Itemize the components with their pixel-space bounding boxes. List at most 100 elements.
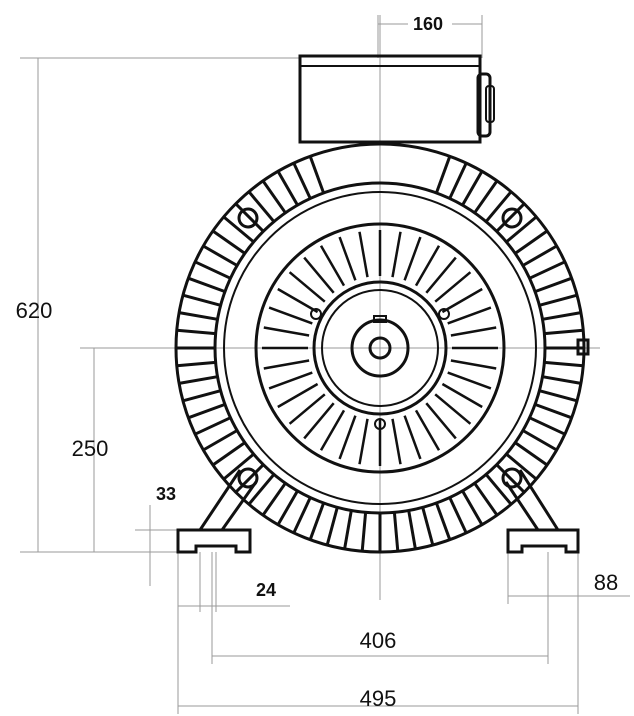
grille-slot <box>450 359 497 370</box>
cooling-fin <box>194 260 232 280</box>
cooling-fin <box>528 260 566 280</box>
grille-slot <box>434 393 472 425</box>
dim-250-label: 250 <box>72 436 109 461</box>
grille-slot <box>391 418 402 465</box>
grille-slot <box>414 409 441 451</box>
cooling-fin <box>222 215 255 244</box>
cooling-fin <box>182 293 221 307</box>
grille-slot <box>288 393 326 425</box>
cooling-fin <box>202 244 238 267</box>
cooling-fin <box>539 293 578 307</box>
cooling-fin <box>308 155 326 194</box>
grille-slot <box>441 287 483 314</box>
cooling-fin <box>514 229 548 255</box>
cooling-fin <box>534 276 573 294</box>
cooling-fin <box>522 244 558 267</box>
cooling-fin <box>234 463 265 494</box>
cooling-fin <box>261 482 287 516</box>
cooling-fin <box>484 190 513 223</box>
cooling-fin <box>542 375 582 385</box>
cooling-fin <box>495 202 526 233</box>
cooling-fin <box>473 180 499 214</box>
grille-slot <box>441 382 483 409</box>
cooling-fin <box>194 416 232 436</box>
cooling-fin <box>505 215 538 244</box>
grille-slot <box>319 245 346 287</box>
shaft-end <box>350 315 410 378</box>
cooling-fin <box>176 360 216 368</box>
cooling-fin <box>276 490 299 526</box>
cooling-fin <box>234 202 265 233</box>
dim-88-label: 88 <box>594 570 618 595</box>
cooling-fin <box>212 229 246 255</box>
grille-slot <box>425 256 457 294</box>
motor-housing <box>174 142 586 554</box>
cooling-fin <box>539 389 578 403</box>
grille-slot <box>303 256 335 294</box>
cooling-fin <box>522 429 558 452</box>
dimension-lines <box>20 15 630 714</box>
grille-slot <box>434 271 472 303</box>
cooling-fin <box>360 512 368 552</box>
cooling-fin <box>434 502 452 541</box>
grille-slot <box>447 371 492 390</box>
mounting-bolts <box>237 207 590 489</box>
grille-slot <box>358 231 369 278</box>
cooling-fin <box>542 311 582 321</box>
grille-slot <box>268 371 313 390</box>
grille-slot <box>338 415 357 460</box>
cooling-fin <box>222 452 255 481</box>
cooling-fin <box>176 328 216 336</box>
dim-495-label: 495 <box>360 686 397 711</box>
cooling-fin <box>514 441 548 467</box>
grille-slot <box>338 236 357 281</box>
cooling-fin <box>212 441 246 467</box>
grille-slot <box>263 359 310 370</box>
grille-slot <box>403 415 422 460</box>
grille-slot <box>263 326 310 337</box>
grille-slot <box>403 236 422 281</box>
cooling-fin <box>544 360 584 368</box>
grille-slot <box>319 409 346 451</box>
cooling-fin <box>407 510 417 550</box>
cooling-fin <box>292 162 312 200</box>
cooling-fin <box>187 402 226 420</box>
dim-160-label: 160 <box>413 14 443 34</box>
grille-slot <box>447 306 492 325</box>
cooling-fin <box>473 482 499 516</box>
cooling-fin <box>325 507 339 546</box>
cooling-fin <box>505 452 538 481</box>
cooling-fin <box>434 155 452 194</box>
cooling-fin <box>461 490 484 526</box>
grille-slot <box>391 231 402 278</box>
terminal-box <box>298 54 495 144</box>
cooling-fin <box>544 328 584 336</box>
grille-slot <box>268 306 313 325</box>
dim-620-label: 620 <box>16 298 53 323</box>
cooling-fin <box>178 311 218 321</box>
cooling-fin <box>276 170 299 206</box>
grille-slot <box>450 326 497 337</box>
dim-33-label: 33 <box>156 484 176 504</box>
motor-feet <box>176 469 580 554</box>
dim-24-label: 24 <box>256 580 276 600</box>
cooling-fin <box>187 276 226 294</box>
cooling-fin <box>528 416 566 436</box>
grille-slot <box>277 287 319 314</box>
cooling-fin <box>247 190 276 223</box>
cooling-fin <box>421 507 435 546</box>
cooling-fin <box>343 510 353 550</box>
cooling-fin <box>247 473 276 506</box>
cooling-fin <box>448 162 468 200</box>
cooling-fin <box>534 402 573 420</box>
cooling-fin <box>392 512 400 552</box>
cooling-fin <box>261 180 287 214</box>
grille-slot <box>358 418 369 465</box>
cooling-fin <box>308 502 326 541</box>
fan-grille <box>254 222 506 474</box>
dim-406-label: 406 <box>360 628 397 653</box>
grille-slot <box>414 245 441 287</box>
cooling-fin <box>202 429 238 452</box>
grille-slot <box>288 271 326 303</box>
